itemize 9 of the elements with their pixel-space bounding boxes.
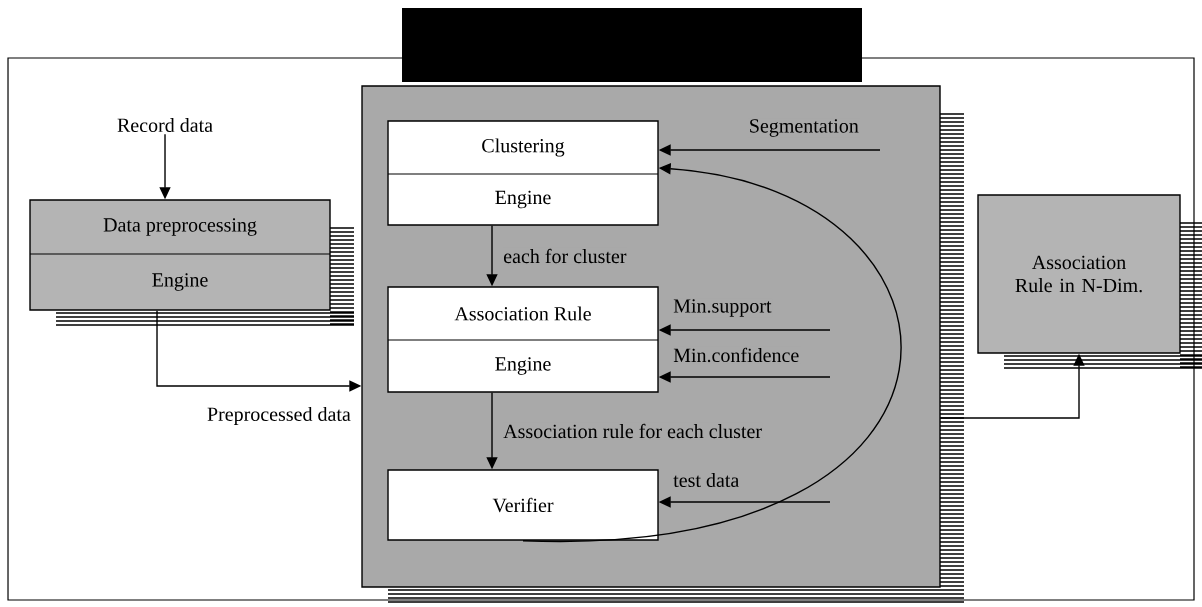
input-label: Record data xyxy=(117,117,213,133)
edge-label: Segmentation xyxy=(747,118,860,138)
edge-label: Min.support xyxy=(672,298,773,318)
process-box: Association Rule Engine xyxy=(387,286,659,393)
edge-label: Preprocessed data xyxy=(206,405,352,427)
arrow xyxy=(522,163,900,542)
process-box: Association Rule in N-Dim. xyxy=(977,194,1181,354)
process-box: Verifier xyxy=(387,469,659,541)
process-box: Data preprocessing Engine xyxy=(29,199,331,311)
